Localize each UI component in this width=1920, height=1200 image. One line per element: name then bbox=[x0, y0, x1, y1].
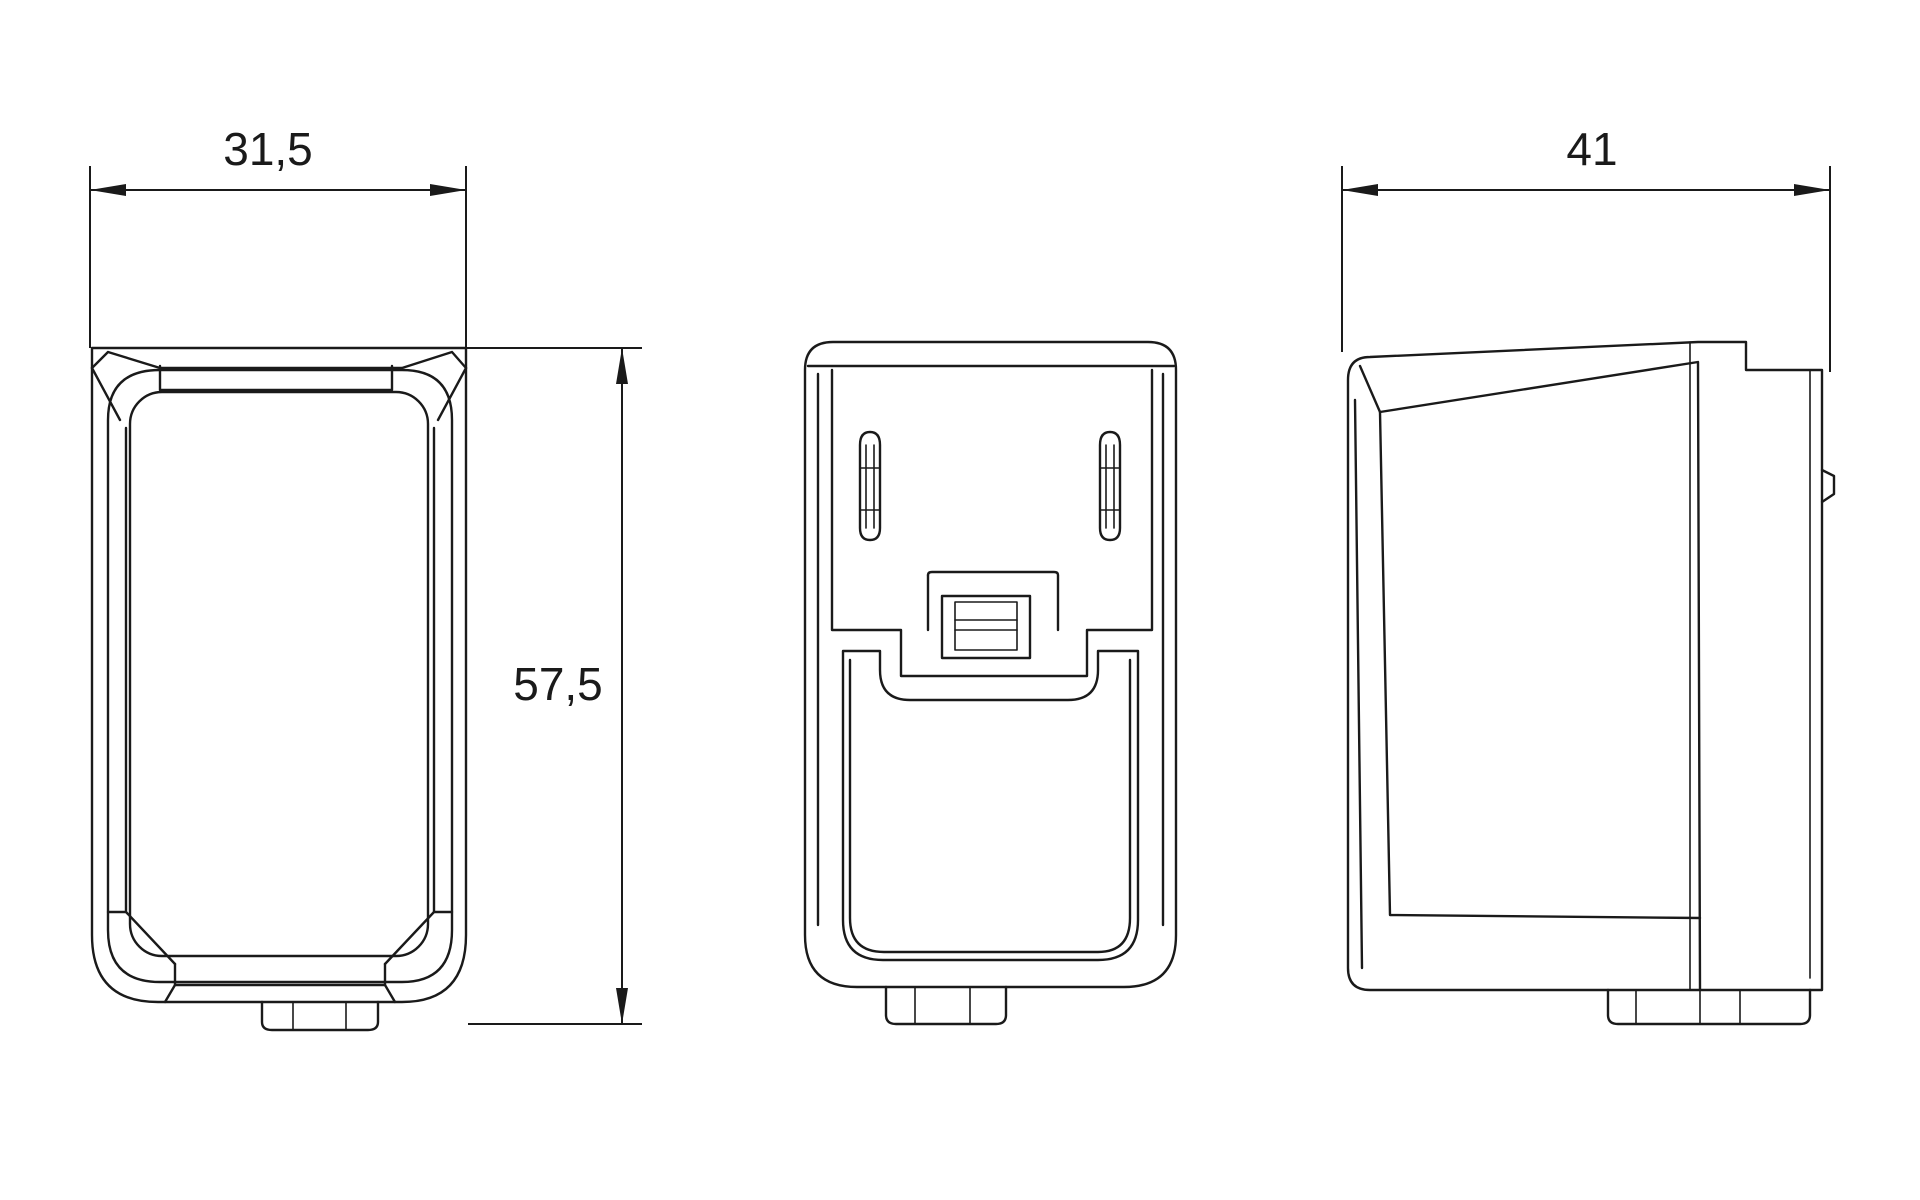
dimension-height-label: 57,5 bbox=[513, 658, 603, 710]
dimension-height: 57,5 bbox=[466, 347, 642, 1025]
front-view bbox=[90, 346, 468, 1032]
dimension-width: 31,5 bbox=[89, 123, 467, 348]
dimension-depth-label: 41 bbox=[1566, 123, 1617, 175]
dimension-depth: 41 bbox=[1341, 123, 1831, 372]
dimension-width-label: 31,5 bbox=[223, 123, 313, 175]
side-view bbox=[1346, 340, 1836, 1026]
rear-view bbox=[803, 340, 1178, 1026]
